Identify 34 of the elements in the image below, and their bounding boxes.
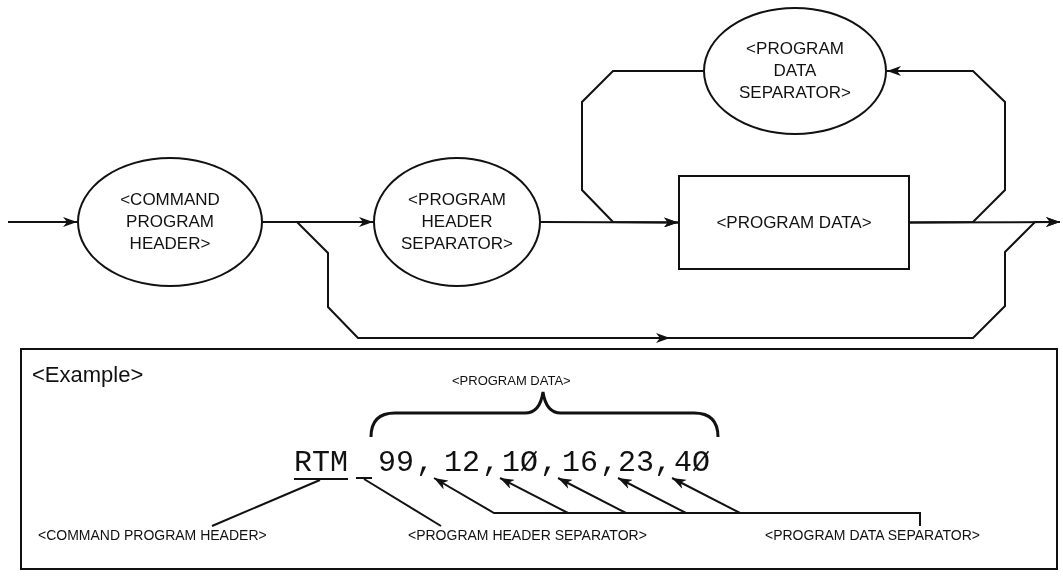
node-label: <COMMAND PROGRAM HEADER> xyxy=(119,188,221,256)
comma-text: , xyxy=(482,448,500,478)
arrow xyxy=(909,217,1061,228)
comma-text: , xyxy=(416,448,434,478)
number-text: 12 xyxy=(444,448,480,478)
comma-text: , xyxy=(540,448,558,478)
terminal-ellipse xyxy=(373,157,541,287)
number-text: 23 xyxy=(618,448,654,478)
comma-text: , xyxy=(600,448,618,478)
underscore-mark xyxy=(356,477,372,479)
arrow xyxy=(671,477,921,527)
node-label: <PROGRAM DATA SEPARATOR> xyxy=(738,37,852,105)
leader-line xyxy=(363,478,442,527)
number-text: 4Ø xyxy=(674,448,710,478)
brace-label: <PROGRAM DATA> xyxy=(452,372,571,390)
arrow xyxy=(886,66,1006,224)
command-text: RTM xyxy=(294,448,348,480)
number-text: 99 xyxy=(378,448,414,478)
arrow xyxy=(7,217,78,227)
node-label: <PROGRAM HEADER SEPARATOR> xyxy=(400,188,514,256)
callout-text: <COMMAND PROGRAM HEADER> xyxy=(38,526,267,544)
panel-heading: <Example> xyxy=(32,362,144,388)
callout-text: <PROGRAM DATA SEPARATOR> xyxy=(765,526,980,544)
comma-text: , xyxy=(654,448,672,478)
example-panel xyxy=(20,348,1058,570)
terminal-ellipse xyxy=(77,157,263,287)
terminal-ellipse xyxy=(703,7,887,135)
process-box xyxy=(678,175,910,270)
arrow xyxy=(581,70,704,228)
number-text: 1Ø xyxy=(502,448,538,478)
leader-line xyxy=(211,479,321,527)
callout-text: <PROGRAM HEADER SEPARATOR> xyxy=(408,526,647,544)
number-text: 16 xyxy=(562,448,598,478)
node-label: <PROGRAM DATA> xyxy=(716,212,872,233)
